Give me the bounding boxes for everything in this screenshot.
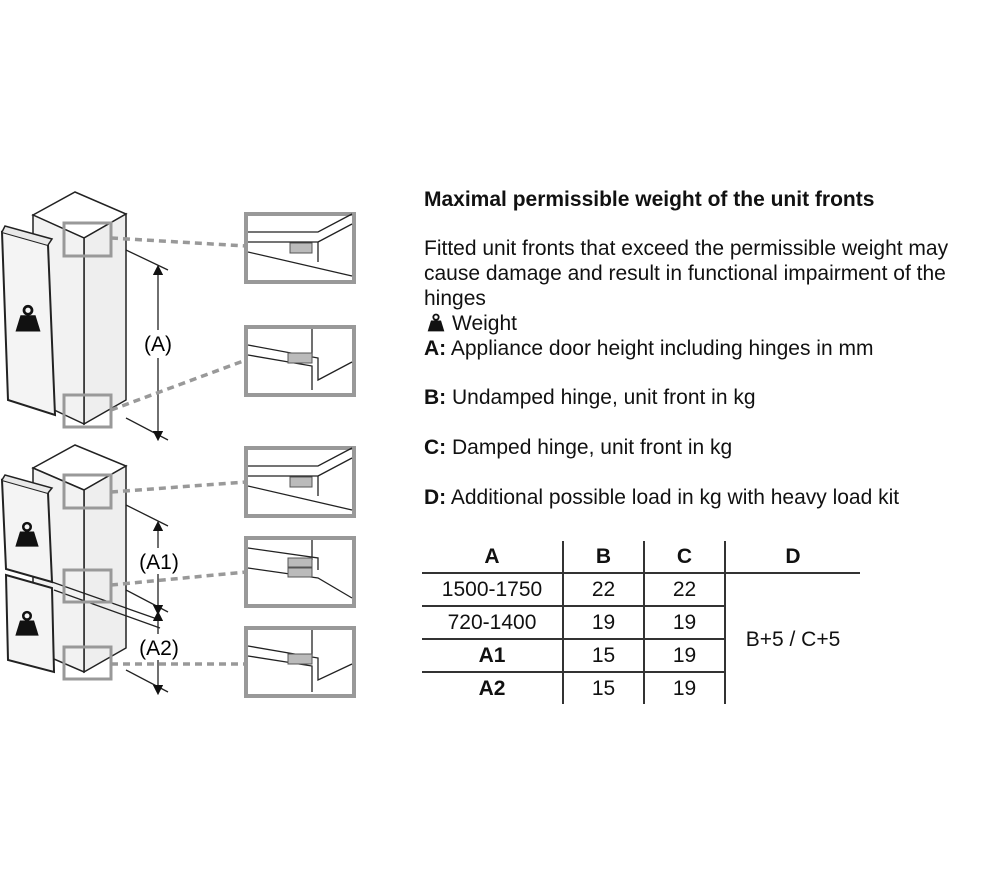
cell-c: 19 [643,672,725,704]
cell-a: 720-1400 [422,606,563,640]
detail-box-5 [244,626,356,698]
table-row: A1 15 19 [422,639,860,673]
table-row: A2 15 19 [422,672,860,704]
legend-b-key: B: [424,386,447,409]
cell-c: 22 [643,573,725,607]
intro-text: Fitted unit fronts that exceed the permi… [424,237,949,310]
cell-b: 22 [562,573,644,607]
legend-b: B: Undamped hinge, unit front in kg [424,385,756,410]
legend-a-key: A: [424,337,447,360]
section-title: Maximal permissible weight of the unit f… [424,188,875,211]
cell-c: 19 [643,606,725,640]
legend-c-text: Damped hinge, unit front in kg [446,436,733,459]
legend-d-key: D: [424,486,447,509]
legend-b-text: Undamped hinge, unit front in kg [446,386,756,409]
leader-lines-upper [110,236,247,412]
legend-a-text: Appliance door height including hinges i… [446,337,874,360]
col-header-b: B [562,541,644,574]
weight-table: A B C D 1500-1750 22 22 B+5 / C+5 720-14… [422,541,860,704]
detail-box-1 [244,212,356,284]
label-a2: (A2) [139,637,179,660]
upper-appliance [0,191,128,426]
cell-b: 15 [562,639,644,673]
legend-weight-label: Weight [452,312,517,335]
col-header-c: C [643,541,725,574]
cell-b: 15 [562,672,644,704]
weight-icon [426,313,446,333]
cell-a: A1 [422,639,563,673]
leader-lines-lower [110,480,247,666]
table-row: 720-1400 19 19 [422,606,860,640]
cell-a: 1500-1750 [422,573,563,607]
label-a1: (A1) [139,551,179,574]
legend-weight: Weight [426,311,517,336]
cell-b: 19 [562,606,644,640]
detail-box-3 [244,446,356,518]
legend-d: D: Additional possible load in kg with h… [424,485,899,510]
legend-d-text: Additional possible load in kg with heav… [446,486,900,509]
table-row: 1500-1750 22 22 B+5 / C+5 [422,573,860,704]
detail-box-2 [244,325,356,397]
detail-box-4 [244,536,356,608]
col-header-d: D [724,541,860,574]
legend-a: A: Appliance door height including hinge… [424,336,873,361]
cell-d: B+5 / C+5 [724,573,860,704]
cell-c: 19 [643,639,725,673]
legend-c: C: Damped hinge, unit front in kg [424,435,732,460]
label-a: (A) [144,333,172,356]
cell-a: A2 [478,677,506,700]
legend-c-key: C: [424,436,447,459]
col-header-a: A [422,541,563,574]
